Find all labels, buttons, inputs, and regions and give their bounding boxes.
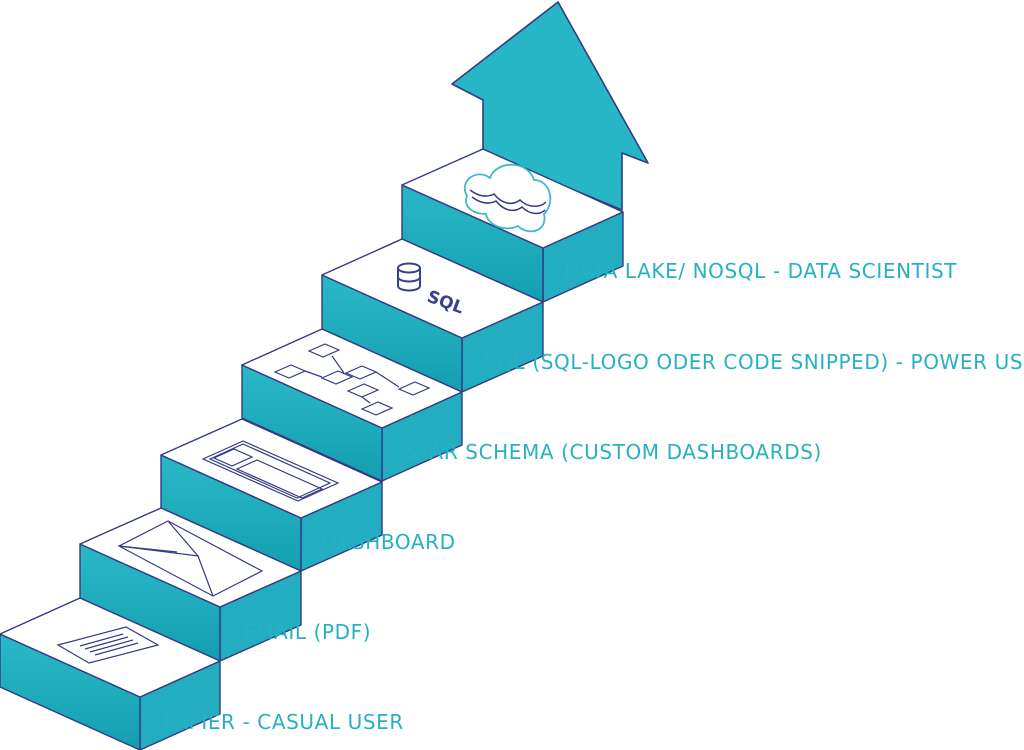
stair-step-4	[241, 328, 463, 482]
step-tread	[401, 148, 624, 249]
email-envelope-icon	[117, 520, 264, 597]
step-tread	[160, 418, 383, 519]
stair-step-1	[0, 597, 221, 750]
stair-step-5	[321, 238, 544, 393]
paper-document-icon	[56, 626, 160, 664]
stair-step-3	[160, 418, 383, 572]
step-label-sql: SQL (SQL-LOGO ODER CODE SNIPPED) - POWER…	[484, 350, 1024, 374]
stair-step-2	[79, 507, 302, 662]
step-label-email: EMAIL (PDF)	[243, 620, 371, 644]
step-label-star-schema: STAR SCHEMA (CUSTOM DASHBOARDS)	[405, 440, 822, 464]
cloud-icon	[464, 163, 552, 233]
stair-step-6	[401, 148, 624, 303]
step-label-papier: PAPIER - CASUAL USER	[163, 710, 404, 734]
step-tread	[79, 507, 302, 608]
dashboard-icon	[201, 440, 340, 502]
step-tread	[0, 597, 221, 698]
step-tread	[241, 328, 463, 429]
step-label-data-lake: DATA LAKE/ NOSQL - DATA SCIENTIST	[564, 259, 957, 283]
sql-database-icon: SQL	[397, 262, 467, 319]
star-schema-icon	[273, 343, 431, 416]
step-label-dashboard: DASHBOARD	[322, 530, 456, 554]
step-tread	[321, 238, 544, 339]
